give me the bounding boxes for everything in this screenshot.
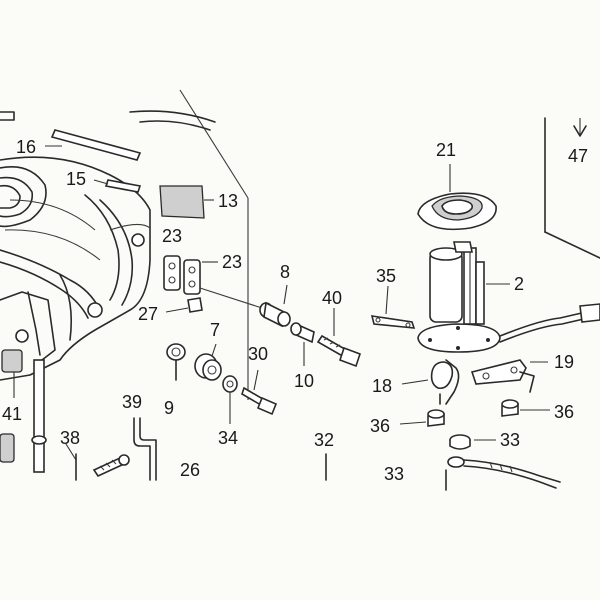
part-21-gasket <box>417 164 497 231</box>
part-9-collar <box>166 343 186 381</box>
callout-36-b: 36 <box>554 402 574 422</box>
part-19-bracket <box>470 359 548 393</box>
part-27-grommet <box>165 297 203 313</box>
callout-41: 41 <box>2 404 22 424</box>
part-41-pad <box>1 349 23 398</box>
callout-19: 19 <box>554 352 574 372</box>
part-16-seal-strip <box>45 129 142 161</box>
part-36-grommet-a <box>399 409 445 427</box>
callout-21: 21 <box>436 140 456 160</box>
callout-33-a: 33 <box>500 430 520 450</box>
part-36-grommet-b <box>501 399 550 417</box>
callout-2: 2 <box>514 274 524 294</box>
callout-47: 47 <box>568 146 588 166</box>
callout-39: 39 <box>122 392 142 412</box>
callout-15: 15 <box>66 169 86 189</box>
callout-30: 30 <box>248 344 268 364</box>
fuel-tank <box>0 110 216 381</box>
callout-18: 18 <box>372 376 392 396</box>
callout-7: 7 <box>210 320 220 340</box>
part-15-pad <box>93 179 142 193</box>
fuel-line-upper <box>499 311 587 337</box>
callout-16: 16 <box>16 137 36 157</box>
part-23-clip-b <box>183 259 218 295</box>
callout-33-b: 33 <box>384 464 404 484</box>
part-10-bush <box>290 322 315 366</box>
callout-34: 34 <box>218 428 238 448</box>
part-13-rubber-pad <box>159 185 214 219</box>
part-38-rod <box>31 359 77 481</box>
callout-27: 27 <box>138 304 158 324</box>
callout-labels: 16 15 13 23 23 27 41 38 39 26 9 7 34 30 … <box>2 137 588 484</box>
callout-9: 9 <box>164 398 174 418</box>
callout-23-b: 23 <box>222 252 242 272</box>
part-8-spacer <box>259 284 291 328</box>
part-34-washer <box>222 375 238 424</box>
callout-13: 13 <box>218 191 238 211</box>
part-39-hose <box>92 417 157 481</box>
callout-10: 10 <box>294 371 314 391</box>
part-23-clip-a <box>163 255 181 291</box>
part-41-pad-b <box>0 433 15 463</box>
callout-26: 26 <box>180 460 200 480</box>
part-40-bolt <box>316 308 362 368</box>
callout-23-a: 23 <box>162 226 182 246</box>
callout-32: 32 <box>314 430 334 450</box>
callout-8: 8 <box>280 262 290 282</box>
callout-36-a: 36 <box>370 416 390 436</box>
part-33-hose <box>445 456 561 491</box>
part-2-fuel-pump <box>417 241 510 353</box>
part-33-grommet-a <box>449 434 496 450</box>
part-35-plate <box>370 285 416 329</box>
frame-lines <box>179 89 600 400</box>
part-7-grommet <box>194 343 222 381</box>
part-30-bolt <box>241 369 278 416</box>
callout-38: 38 <box>60 428 80 448</box>
callout-40: 40 <box>322 288 342 308</box>
part-18-regulator <box>401 359 460 405</box>
callout-35: 35 <box>376 266 396 286</box>
